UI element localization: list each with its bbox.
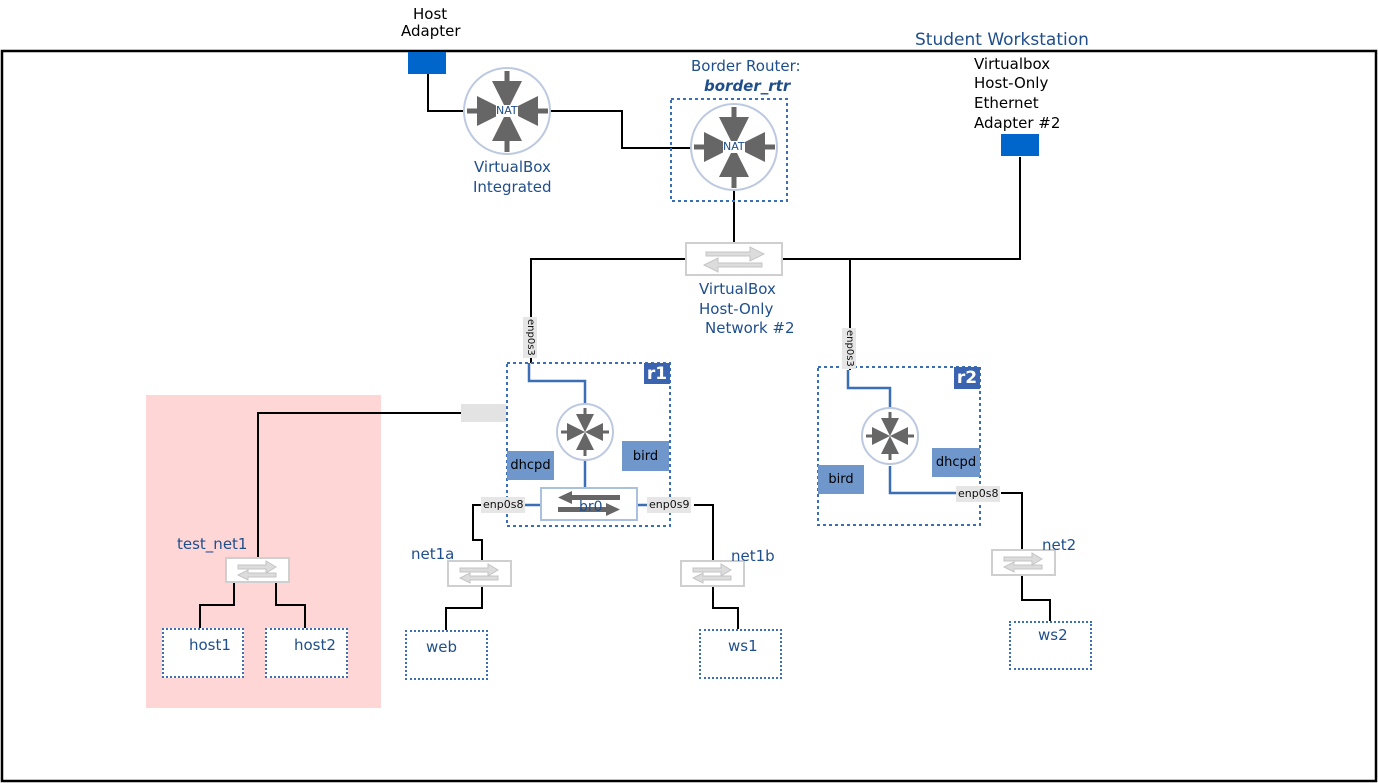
- hostonly-adapter-line1: Virtualbox: [974, 55, 1051, 73]
- workstation-title: Student Workstation: [915, 30, 1089, 50]
- host1-label: host1: [189, 636, 231, 654]
- r1-box: [506, 362, 671, 527]
- workstation-frame: [0, 49, 1378, 783]
- host-adapter-icon: [408, 52, 446, 74]
- host2-node[interactable]: host2: [265, 628, 348, 678]
- ws2-label: ws2: [1038, 626, 1068, 644]
- hostonly-switch-icon: [685, 242, 783, 276]
- host-adapter-label-line2: Adapter: [401, 22, 461, 40]
- hostonly-network-line3: Network #2: [705, 319, 795, 337]
- r2-iface-enp0s8: enp0s8: [956, 486, 1001, 502]
- hostonly-adapter-icon: [1001, 134, 1039, 156]
- net2-label: net2: [1042, 536, 1077, 554]
- dotted-containers: [506, 98, 981, 527]
- host1-node[interactable]: host1: [162, 628, 244, 678]
- vbox-nat-caption-line1: VirtualBox: [474, 158, 551, 176]
- ws2-node[interactable]: ws2: [1009, 621, 1092, 670]
- r1-iface-enp0s8: enp0s8: [481, 497, 526, 513]
- net1a-switch-icon: [447, 560, 512, 587]
- net1b-switch-icon: [680, 560, 745, 587]
- r1-router-icon: [556, 403, 614, 461]
- hostonly-network-line2: Host-Only: [699, 300, 774, 318]
- hostonly-adapter-line3: Ethernet: [974, 94, 1039, 112]
- test-net1-label: test_net1: [177, 535, 248, 553]
- test-net1-switch-icon: [225, 557, 290, 583]
- ws1-label: ws1: [728, 637, 758, 655]
- border-router-box: [670, 98, 788, 202]
- web-node[interactable]: web: [405, 630, 488, 680]
- net1a-label: net1a: [411, 545, 455, 563]
- r2-service-bird: bird: [818, 465, 864, 494]
- r1-iface-enp0s3: enp0s3: [523, 317, 537, 358]
- border-router-nat-label: NAT: [723, 140, 745, 153]
- hostonly-network-line1: VirtualBox: [699, 280, 776, 298]
- ws1-node[interactable]: ws1: [699, 629, 782, 679]
- hostonly-adapter-line2: Host-Only: [974, 74, 1049, 92]
- r1-badge: r1: [644, 363, 670, 384]
- r1-service-bird: bird: [622, 441, 669, 471]
- hostonly-adapter-line4: Adapter #2: [974, 114, 1061, 132]
- test-net-uplink-port: [461, 404, 506, 422]
- r2-router-icon: [861, 407, 919, 465]
- border-router-caption: Border Router:: [691, 57, 801, 75]
- r1-bridge-label: br0: [579, 499, 603, 515]
- r1-service-dhcpd: dhcpd: [507, 451, 554, 480]
- web-label: web: [426, 638, 458, 656]
- r2-box: [817, 366, 981, 526]
- host2-label: host2: [294, 636, 336, 654]
- r1-iface-enp0s9: enp0s9: [647, 497, 692, 513]
- net2-switch-icon: [991, 549, 1056, 576]
- host-adapter-label-line1: Host: [413, 5, 448, 23]
- r2-service-dhcpd: dhcpd: [932, 448, 980, 477]
- r2-badge: r2: [954, 367, 980, 389]
- vbox-nat-caption-line2: Integrated: [473, 178, 552, 196]
- net1b-label: net1b: [731, 547, 775, 565]
- vbox-nat-label: NAT: [496, 104, 518, 117]
- border-router-name: border_rtr: [704, 77, 791, 95]
- br0-bridge-icon: [540, 487, 638, 521]
- r2-iface-enp0s3: enp0s3: [842, 328, 856, 369]
